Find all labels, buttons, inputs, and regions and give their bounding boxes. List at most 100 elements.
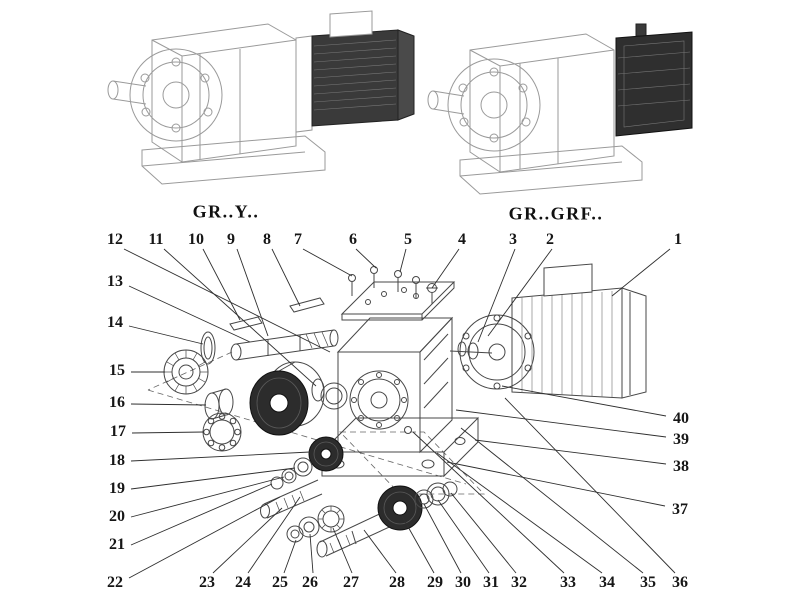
callout-number-17: 17 [110, 423, 126, 440]
leader-line-40 [501, 385, 667, 417]
leader-line-9 [236, 248, 269, 337]
leader-line-16 [130, 403, 207, 406]
callout-number-8: 8 [263, 231, 271, 248]
mounting-base [141, 135, 326, 185]
callout-number-2: 2 [546, 231, 554, 248]
gear-housing [469, 33, 615, 173]
front-bearing-boss [129, 48, 223, 142]
leader-line-26 [309, 533, 314, 574]
callout-number-12: 12 [107, 231, 123, 248]
leader-line-38 [474, 439, 667, 465]
leader-line-1 [611, 248, 671, 297]
callout-number-10: 10 [188, 231, 204, 248]
leader-line-36 [504, 397, 676, 574]
oil-plug [404, 426, 412, 434]
leader-line-17 [131, 431, 205, 434]
exploded-view [147, 263, 647, 558]
leader-line-2 [487, 248, 553, 337]
leader-line-11 [163, 248, 317, 387]
model-label-gr-y: GR..Y.. [192, 201, 260, 222]
callout-number-19: 19 [109, 480, 125, 497]
callout-number-26: 26 [302, 574, 318, 591]
oil-seal-ring [200, 331, 216, 365]
large-helical-gear [249, 361, 325, 436]
intermediate-gear-group [202, 361, 348, 452]
washer [286, 525, 304, 543]
terminal-box [329, 10, 373, 38]
callout-number-22: 22 [107, 574, 123, 591]
callout-number-36: 36 [672, 574, 688, 591]
callout-number-34: 34 [599, 574, 615, 591]
leader-line-25 [283, 539, 297, 574]
output-shaft [316, 509, 397, 558]
spacer-washer [467, 342, 479, 360]
retaining-ring [311, 378, 325, 402]
leader-line-18 [130, 451, 311, 462]
leader-line-37 [446, 461, 666, 507]
leader-line-19 [130, 467, 296, 490]
leader-line-13 [128, 285, 251, 343]
front-bearing-boss [447, 58, 541, 152]
leader-line-8 [271, 248, 301, 307]
second-stage-group [260, 436, 344, 519]
leader-line-7 [302, 248, 353, 277]
leader-line-33 [412, 431, 565, 574]
washer [270, 476, 284, 490]
small-gear [308, 436, 344, 472]
leader-line-30 [423, 503, 462, 574]
output-shaft-group [286, 481, 458, 558]
callout-number-37: 37 [672, 501, 688, 518]
leader-line-3 [477, 248, 516, 343]
output-shaft-end [427, 90, 439, 110]
callout-number-30: 30 [455, 574, 471, 591]
ball-bearing [163, 349, 209, 395]
fan-cowl [621, 287, 647, 399]
retaining-ring [442, 481, 458, 497]
callout-number-35: 35 [640, 574, 656, 591]
leader-line-23 [212, 507, 283, 574]
callout-number-25: 25 [272, 574, 288, 591]
leader-line-24 [247, 496, 301, 574]
callout-number-24: 24 [235, 574, 251, 591]
overview-drawing-gr-y [107, 10, 415, 185]
shaft-key [229, 316, 263, 331]
mounting-base [459, 145, 643, 195]
callout-number-18: 18 [109, 452, 125, 469]
leader-line-4 [431, 248, 460, 289]
callout-number-4: 4 [458, 231, 466, 248]
leader-line-14 [128, 325, 204, 345]
callout-number-6: 6 [349, 231, 357, 248]
leader-line-31 [437, 499, 490, 574]
washer [293, 457, 313, 477]
callout-number-13: 13 [107, 273, 123, 290]
callout-number-28: 28 [389, 574, 405, 591]
leader-line-39 [455, 409, 667, 438]
leader-line-29 [401, 515, 435, 574]
callout-number-20: 20 [109, 508, 125, 525]
leader-line-12 [123, 248, 331, 353]
gearbox-housing [336, 316, 454, 454]
washer [298, 516, 320, 538]
callout-number-11: 11 [148, 231, 164, 248]
callout-number-14: 14 [107, 314, 123, 331]
input-shaft-group [163, 297, 339, 395]
gear-housing [151, 23, 297, 163]
base-flange [321, 416, 479, 478]
ball-bearing [317, 505, 345, 533]
callout-number-27: 27 [343, 574, 359, 591]
leader-line-28 [363, 529, 397, 574]
ball-bearing [202, 412, 242, 452]
callout-number-40: 40 [673, 410, 689, 427]
callout-number-16: 16 [109, 394, 125, 411]
leader-line-22 [128, 496, 281, 579]
callout-number-9: 9 [227, 231, 235, 248]
callout-number-7: 7 [294, 231, 302, 248]
callout-number-32: 32 [511, 574, 527, 591]
callout-number-23: 23 [199, 574, 215, 591]
cover-bolts [348, 266, 438, 304]
callout-number-21: 21 [109, 536, 125, 553]
electric-motor [511, 263, 647, 399]
terminal-box [543, 263, 593, 297]
